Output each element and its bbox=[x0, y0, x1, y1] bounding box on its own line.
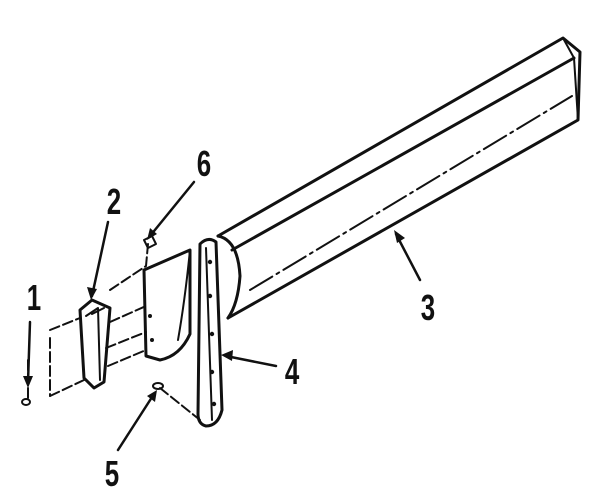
callout-6: 6 bbox=[197, 144, 211, 184]
callout-2: 2 bbox=[107, 182, 121, 222]
arrowhead-1 bbox=[23, 376, 33, 388]
leader-5 bbox=[116, 392, 156, 452]
leader-6 bbox=[148, 180, 196, 238]
arrowhead-4 bbox=[221, 350, 233, 361]
arrowhead-6 bbox=[147, 228, 157, 240]
callout-1: 1 bbox=[27, 278, 41, 318]
leader-lines bbox=[26, 180, 422, 452]
arrowhead-3 bbox=[394, 230, 405, 243]
arrowheads bbox=[23, 228, 405, 402]
callout-3: 3 bbox=[421, 288, 435, 328]
arrowhead-5 bbox=[147, 390, 157, 402]
part-3-rail bbox=[216, 36, 582, 320]
leader-2 bbox=[90, 220, 110, 298]
arrowhead-2 bbox=[87, 287, 97, 300]
part-2-end-cap bbox=[78, 298, 112, 390]
leader-1 bbox=[26, 320, 32, 384]
part-1-fastener bbox=[21, 398, 31, 406]
callout-4: 4 bbox=[285, 352, 300, 392]
bracket-holes bbox=[148, 259, 217, 407]
callout-5: 5 bbox=[105, 454, 119, 494]
leader-4 bbox=[224, 354, 278, 368]
leader-3 bbox=[394, 232, 422, 282]
part-4-bracket bbox=[142, 237, 224, 428]
part-5-screw bbox=[152, 382, 164, 390]
